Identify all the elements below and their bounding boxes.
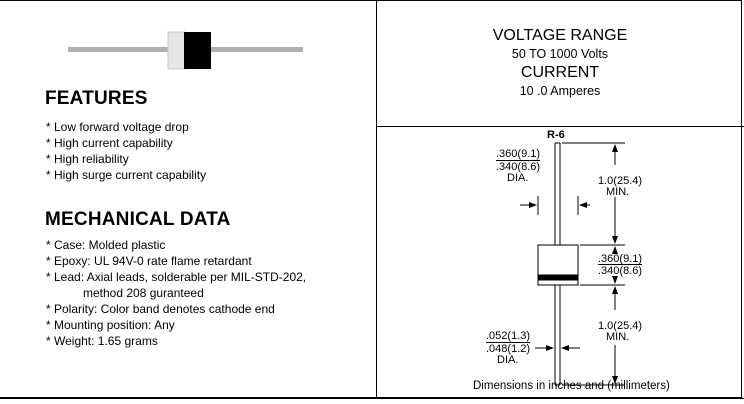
body-dia-label: DIA.	[507, 172, 529, 184]
mechanical-item: * Weight: 1.65 grams	[46, 334, 158, 348]
mechanical-item: method 208 guranteed	[83, 286, 204, 300]
diode-band	[167, 31, 186, 70]
bottom-rule	[0, 398, 744, 399]
dimensions-footer: Dimensions in inches and (millimeters)	[473, 380, 670, 392]
arrow-bottom-up	[612, 286, 618, 294]
diode-lead-left	[68, 47, 170, 52]
arrow-body-dia-left	[529, 202, 537, 208]
diode-illustration	[68, 31, 303, 70]
arrow-top-up	[612, 144, 618, 152]
features-title: FEATURES	[45, 88, 148, 109]
body-dia-min: .340(8.6)	[496, 161, 541, 173]
features-list: * Low forward voltage drop * High curren…	[46, 119, 206, 183]
mechanical-item: * Mounting position: Any	[46, 318, 175, 332]
voltage-range-title: VOLTAGE RANGE	[492, 27, 628, 44]
arrow-body-down	[612, 276, 618, 284]
arrow-wire-left	[546, 345, 554, 351]
column-divider	[376, 0, 377, 398]
bottom-lead-min: MIN.	[606, 331, 630, 343]
current-value: 10 .0 Amperes	[519, 84, 601, 98]
mechanical-item: * Epoxy: UL 94V-0 rate flame retardant	[46, 254, 252, 268]
cathode-band	[537, 274, 579, 281]
mechanical-item: * Case: Molded plastic	[46, 238, 166, 252]
mechanical-item: * Polarity: Color band denotes cathode e…	[46, 302, 275, 316]
bottom-lead-length: 1.0(25.4)	[598, 320, 643, 332]
wire-dia-max: .052(1.3)	[486, 330, 531, 342]
wire-dia-min: .048(1.2)	[486, 343, 531, 355]
arrow-wire-right	[561, 345, 569, 351]
mechanical-title: MECHANICAL DATA	[45, 209, 231, 230]
arrow-top-down	[612, 236, 618, 244]
top-lead-min: MIN.	[606, 186, 630, 198]
diode-lead-right	[211, 47, 303, 52]
top-lead-length: 1.0(25.4)	[598, 175, 643, 187]
feature-item: * High surge current capability	[46, 168, 207, 182]
body-dia-max: .360(9.1)	[496, 148, 541, 160]
arrow-bottom-down	[612, 376, 618, 384]
feature-item: * Low forward voltage drop	[46, 120, 189, 134]
arrow-body-up	[612, 246, 618, 254]
diode-body	[184, 32, 211, 69]
current-title: CURRENT	[520, 64, 600, 81]
wire-dia-label: DIA.	[497, 354, 519, 366]
feature-item: * High current capability	[46, 136, 173, 150]
arrow-body-dia-right	[579, 202, 587, 208]
mechanical-item: * Lead: Axial leads, solderable per MIL-…	[46, 270, 307, 284]
body-length-min: .340(8.6)	[598, 265, 643, 277]
arrowheads	[529, 144, 618, 384]
feature-item: * High reliability	[46, 152, 129, 166]
r6-outline-drawing	[520, 142, 625, 386]
ratings-divider	[376, 126, 744, 127]
voltage-range-value: 50 TO 1000 Volts	[511, 47, 609, 61]
package-label: R-6	[547, 129, 565, 141]
mechanical-list: * Case: Molded plastic * Epoxy: UL 94V-0…	[46, 237, 306, 349]
body-length-max: .360(9.1)	[598, 253, 643, 265]
